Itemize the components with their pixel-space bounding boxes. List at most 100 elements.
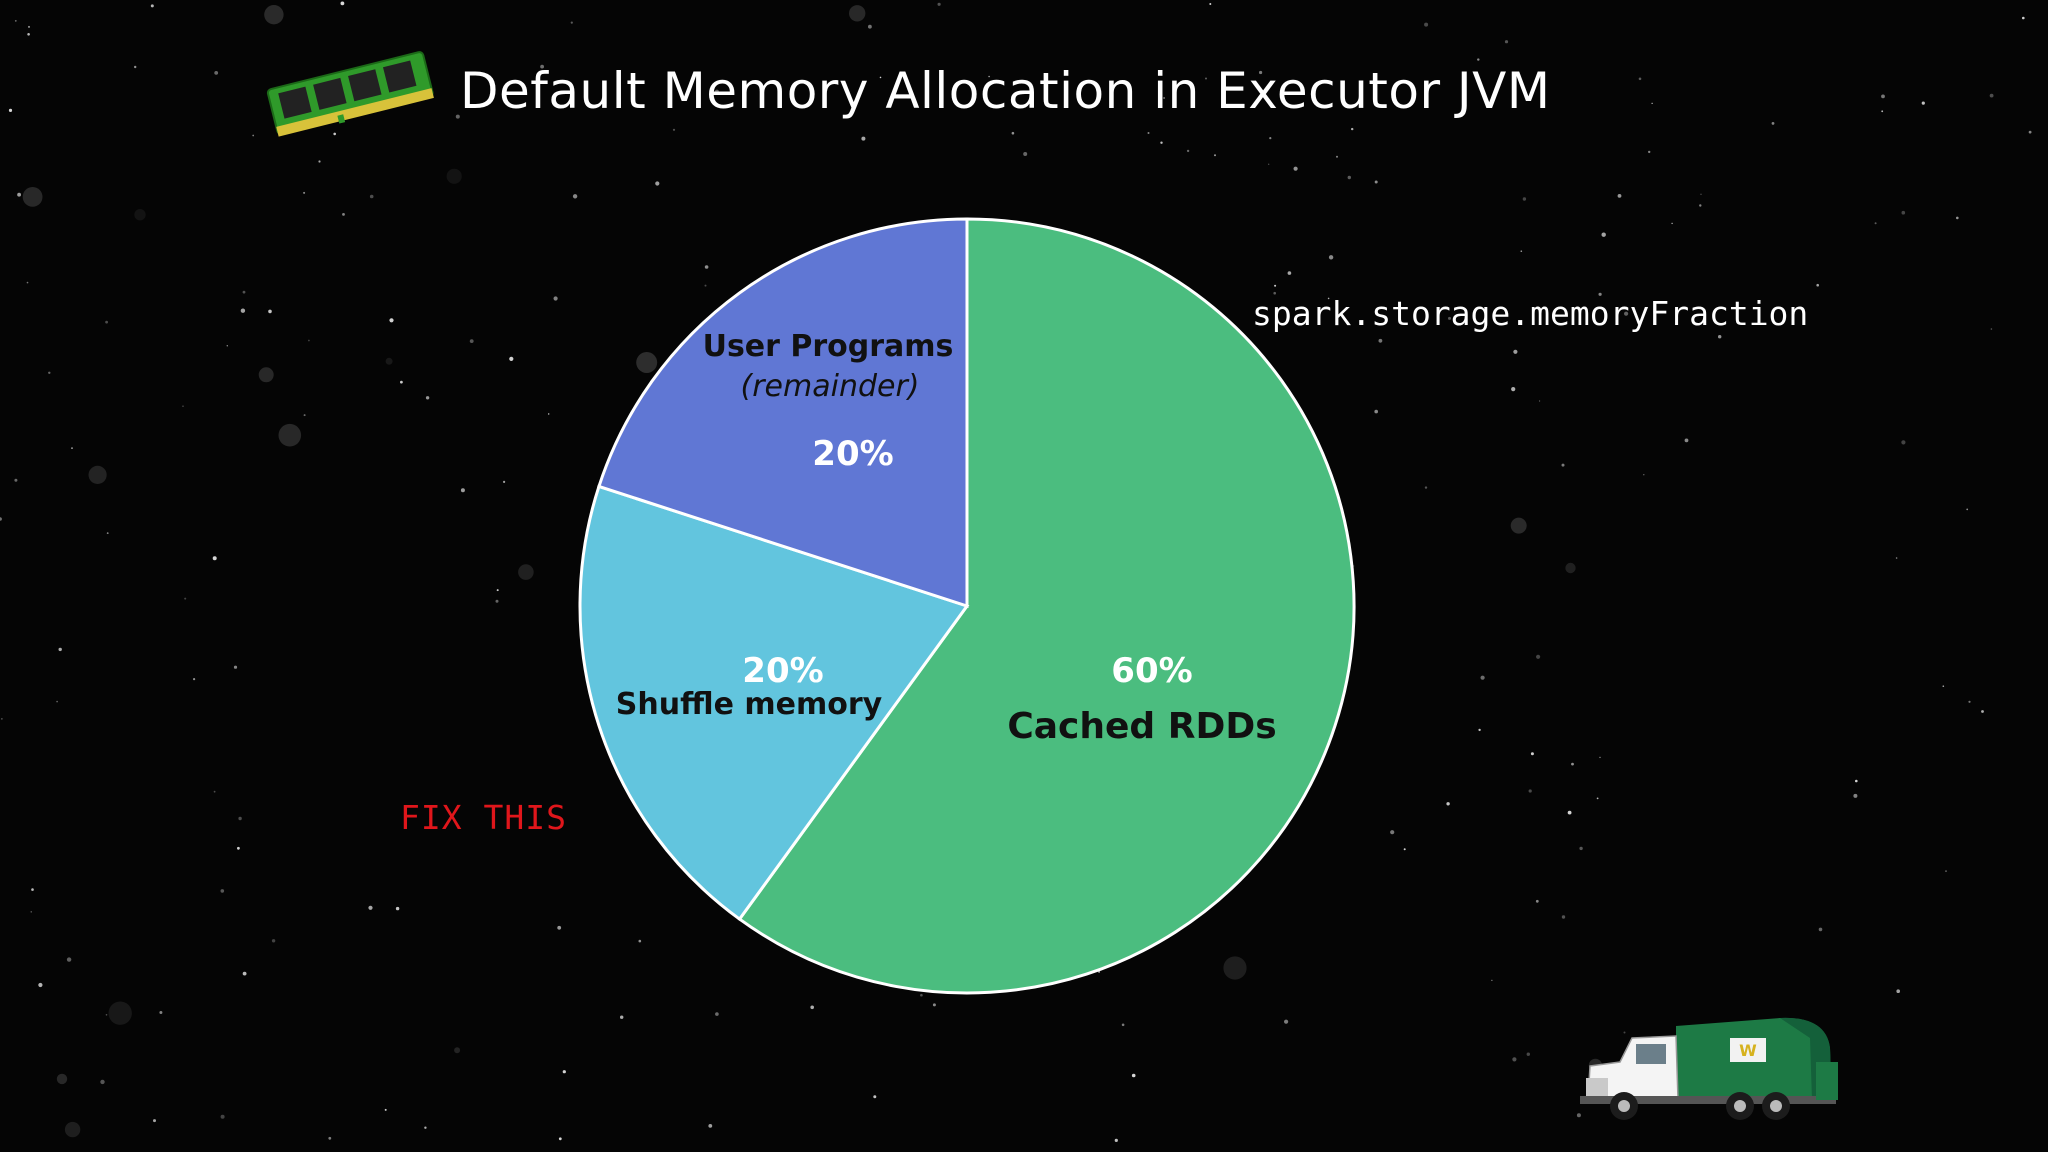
star	[1327, 297, 1330, 300]
star	[214, 71, 219, 75]
star	[385, 357, 393, 365]
star	[369, 194, 374, 199]
star	[242, 290, 246, 294]
slice-label-cached-percent: 60%	[1111, 651, 1192, 691]
star	[22, 187, 43, 207]
star	[937, 2, 941, 6]
slice-label-user-note: (remainder)	[741, 369, 920, 404]
star	[1576, 1113, 1581, 1118]
star	[638, 939, 642, 943]
star	[1526, 1052, 1531, 1056]
star	[704, 284, 707, 287]
star	[1205, 77, 1207, 80]
star	[1257, 97, 1261, 100]
star	[242, 971, 247, 976]
star	[48, 371, 51, 374]
star	[1528, 789, 1532, 793]
star	[879, 76, 882, 79]
star	[1651, 102, 1653, 104]
star	[278, 423, 302, 447]
star	[1539, 400, 1541, 402]
star	[553, 296, 558, 301]
star	[1512, 1057, 1517, 1062]
star	[27, 33, 30, 36]
star	[655, 181, 660, 186]
star	[868, 24, 872, 29]
star	[1131, 1073, 1136, 1078]
star	[100, 1079, 105, 1085]
star	[446, 168, 462, 184]
star	[1520, 250, 1523, 252]
star	[1273, 291, 1276, 295]
star	[1816, 283, 1819, 287]
star	[672, 128, 676, 131]
star	[1617, 194, 1622, 198]
star	[395, 906, 400, 911]
star	[920, 993, 923, 997]
star	[1491, 979, 1493, 982]
star	[2028, 130, 2032, 134]
star	[620, 1015, 624, 1019]
star	[1, 718, 3, 720]
star	[1259, 70, 1263, 75]
star	[1214, 154, 1216, 157]
star	[503, 480, 506, 483]
star	[1599, 756, 1601, 759]
star	[1638, 77, 1642, 81]
star	[1374, 180, 1378, 184]
star	[1504, 40, 1509, 44]
star	[150, 4, 154, 8]
star	[1513, 349, 1518, 354]
star	[424, 1126, 427, 1129]
star	[460, 488, 465, 493]
star	[1328, 255, 1334, 260]
star	[213, 790, 216, 793]
star	[318, 160, 321, 163]
star	[636, 352, 658, 373]
star	[1446, 802, 1450, 806]
star	[1565, 562, 1576, 574]
star	[17, 192, 21, 197]
star	[714, 89, 720, 94]
star	[384, 1108, 387, 1111]
star	[237, 846, 240, 850]
star	[303, 191, 306, 194]
star	[1011, 131, 1015, 135]
star	[932, 1003, 936, 1007]
star	[1160, 141, 1163, 144]
star	[1853, 793, 1858, 798]
ram-module-icon	[266, 51, 434, 137]
star	[1223, 956, 1247, 980]
star	[1990, 328, 1993, 330]
star	[496, 589, 499, 592]
star	[58, 647, 62, 652]
star	[0, 517, 2, 521]
star	[1966, 508, 1969, 511]
star	[1596, 797, 1599, 800]
star	[1671, 222, 1673, 225]
star	[220, 889, 225, 893]
star	[1511, 387, 1516, 392]
star	[1874, 222, 1877, 225]
star	[212, 556, 217, 561]
star	[56, 1073, 68, 1085]
star	[182, 405, 184, 407]
star	[258, 367, 274, 383]
star	[1284, 1019, 1289, 1024]
slice-label-shuffle-name: Shuffle memory	[616, 687, 883, 722]
star	[105, 320, 108, 324]
star	[226, 345, 228, 347]
star	[1818, 927, 1823, 932]
star	[1601, 232, 1606, 237]
star	[368, 905, 373, 910]
star	[8, 108, 13, 112]
star	[572, 194, 578, 199]
star	[56, 700, 58, 703]
star	[252, 134, 255, 137]
star	[849, 5, 866, 22]
star	[64, 1121, 81, 1138]
star	[264, 5, 284, 25]
star	[238, 816, 242, 821]
star	[1268, 163, 1270, 165]
star	[1567, 810, 1572, 815]
